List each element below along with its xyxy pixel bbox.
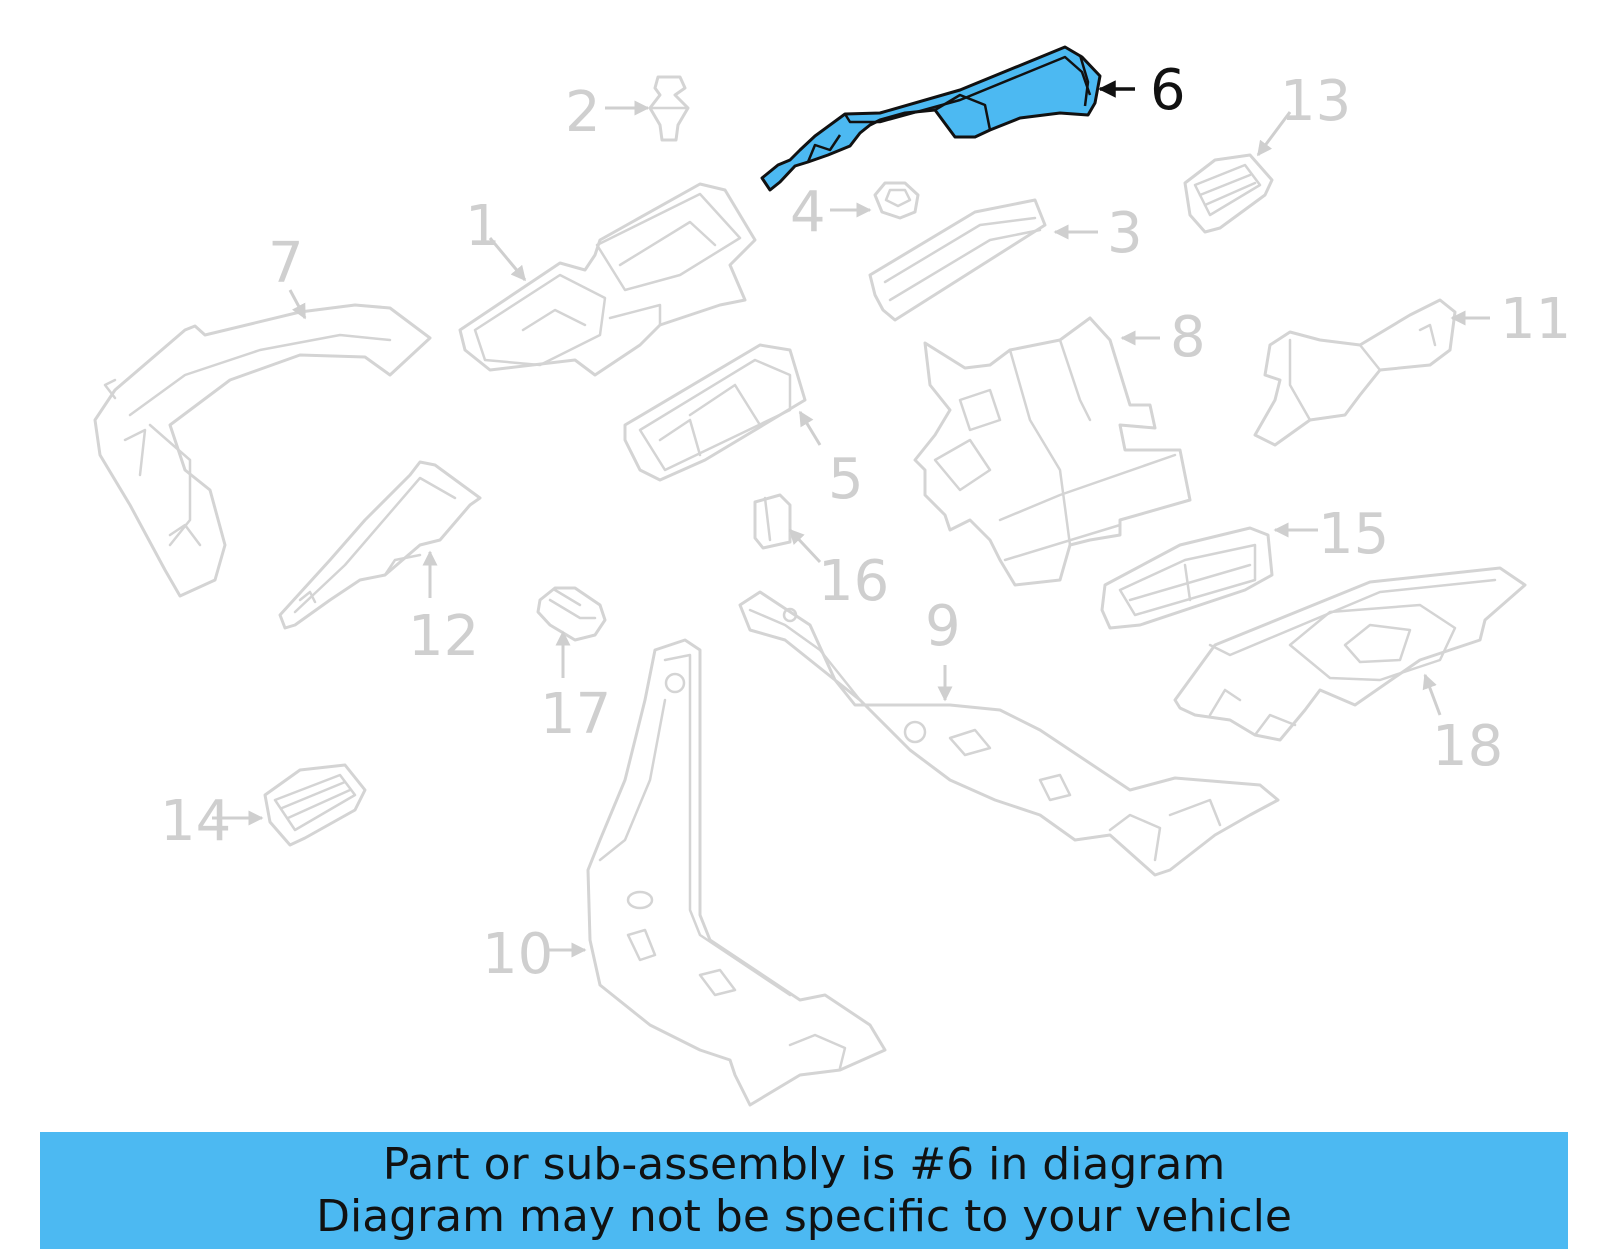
part-3-vent	[868, 198, 1047, 322]
part-13-vent	[1183, 153, 1274, 234]
callout-6: 6	[1150, 58, 1186, 123]
callout-3: 3	[1107, 201, 1143, 266]
part-16-clip	[753, 493, 792, 550]
callout-7: 7	[268, 231, 304, 296]
callout-2: 2	[565, 80, 601, 145]
callout-1: 1	[465, 194, 501, 259]
callout-8: 8	[1170, 305, 1206, 370]
part-18-duct	[1173, 566, 1527, 742]
callout-5: 5	[828, 447, 864, 512]
part-8-housing	[913, 316, 1192, 587]
callout-17: 17	[540, 682, 611, 747]
part-10-duct	[586, 638, 887, 1107]
callout-15: 15	[1318, 502, 1389, 567]
callout-4: 4	[790, 180, 826, 245]
part-9-duct	[738, 590, 1280, 877]
part-2-clip	[648, 75, 690, 142]
banner-line-part: Part or sub-assembly is #6 in diagram	[382, 1138, 1226, 1190]
part-15-vent	[1100, 526, 1274, 630]
part-12-duct	[278, 460, 482, 630]
part-14-vent	[263, 763, 367, 847]
part-11-bracket	[1253, 298, 1457, 447]
part-1-duct	[458, 182, 757, 377]
callout-11: 11	[1500, 287, 1571, 352]
info-banner: Part or sub-assembly is #6 in diagram Di…	[40, 1132, 1568, 1249]
part-6-duct[interactable]	[760, 45, 1102, 192]
callout-9: 9	[925, 594, 961, 659]
banner-line-disclaimer: Diagram may not be specific to your vehi…	[316, 1190, 1292, 1242]
part-7-duct	[93, 303, 432, 598]
part-17-grommet	[536, 586, 607, 642]
callout-12: 12	[408, 604, 479, 669]
callout-10: 10	[482, 922, 553, 987]
callout-18: 18	[1432, 714, 1503, 779]
callout-16: 16	[818, 549, 889, 614]
part-4-nut	[873, 181, 920, 220]
callout-14: 14	[160, 789, 231, 854]
part-5-vent	[623, 343, 807, 482]
parts-diagram: 6 1 2 3 4 5	[93, 45, 1571, 1107]
callout-13: 13	[1280, 69, 1351, 134]
